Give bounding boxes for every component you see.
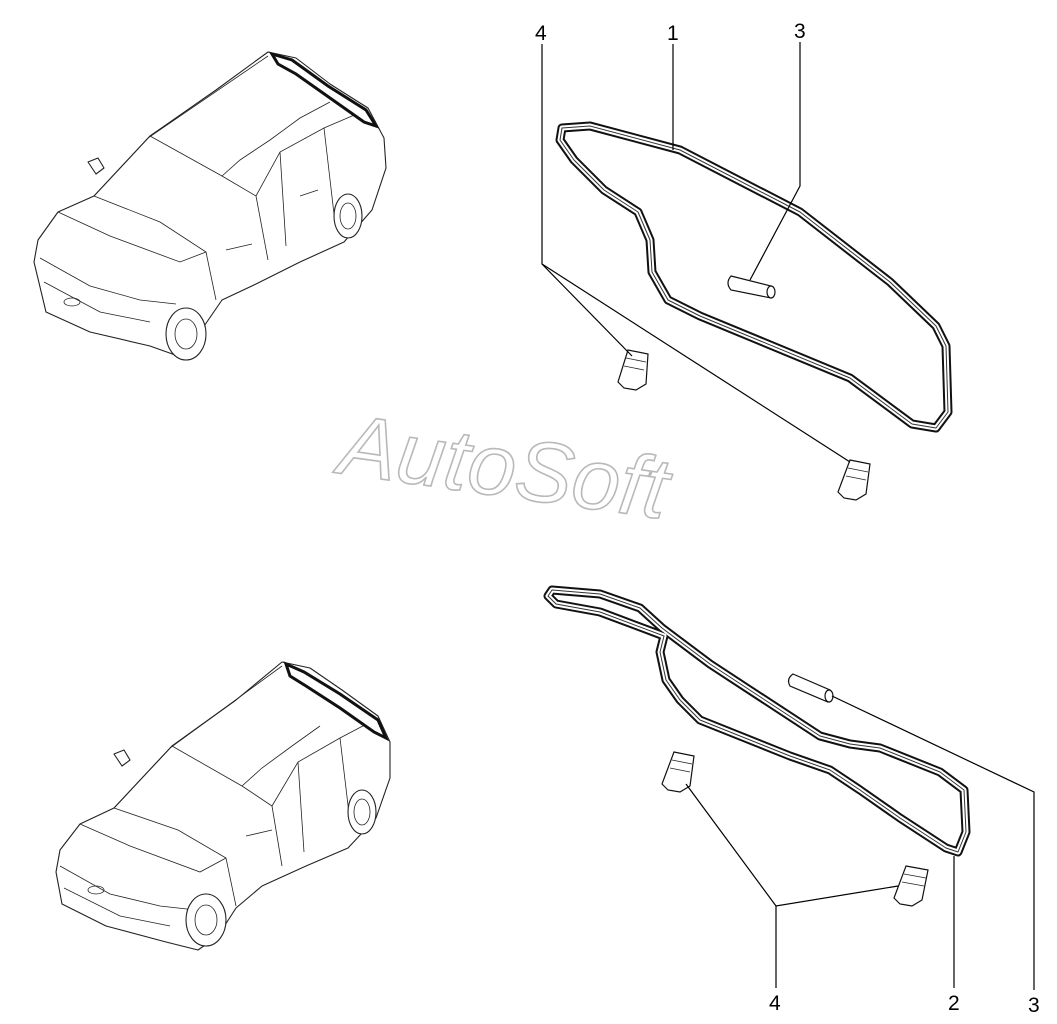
plug-part-lower-2 [893,865,929,907]
tailgate-seal-lower [543,585,971,857]
callout-3-lower: 3 [1028,994,1040,1017]
watermark: AutoSoft [329,396,677,538]
callout-2-lower: 2 [948,992,960,1015]
callout-4-lower: 4 [769,992,781,1015]
tailgate-seal-upper [555,121,953,433]
plug-part-upper-2 [837,459,871,501]
sleeve-part-lower [787,673,834,703]
callout-4-upper: 4 [535,22,547,45]
car-illustration-bottom [55,661,391,951]
plug-part-lower-1 [661,751,695,793]
sleeve-part-upper [727,275,776,299]
callout-1-upper: 1 [667,22,679,45]
callout-lines-upper [541,42,851,463]
callout-lines-lower [685,695,1035,990]
callout-3-upper: 3 [794,20,806,43]
car-illustration-top [33,51,387,361]
plug-part-upper-1 [617,349,649,391]
